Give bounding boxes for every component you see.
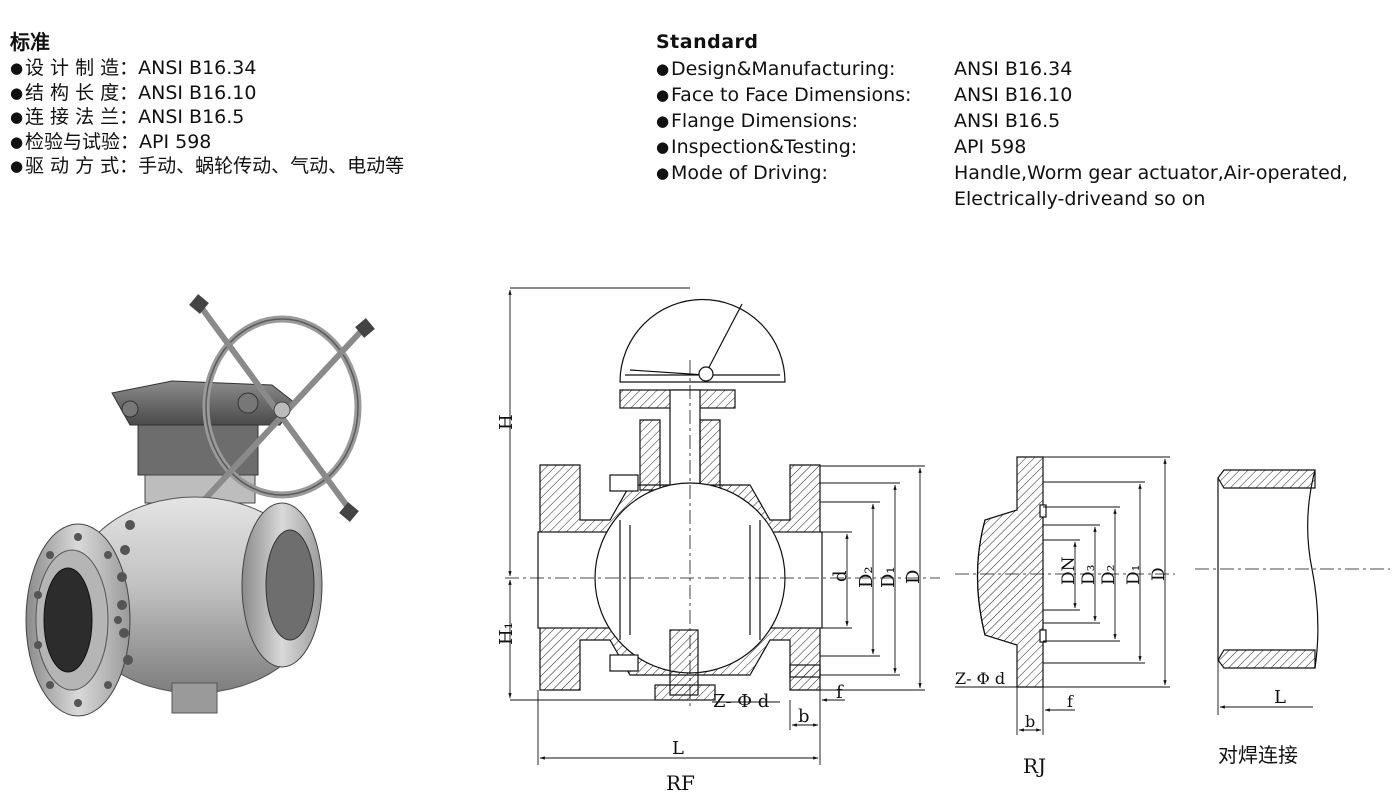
dim-d: d (830, 570, 851, 582)
bullet-icon: ● (10, 83, 24, 102)
dim-z: Z- Φ d (713, 691, 769, 712)
dim-D1: D₁ (878, 566, 899, 588)
spec-cn-row: ● 驱 动 方 式： 手动、蜗轮传动、气动、电动等 (10, 154, 404, 179)
spec-cn-label: 连 接 法 兰： (25, 106, 139, 128)
bullet-icon: ● (10, 59, 24, 77)
rj-drawing: DN D₃ D₂ D₁ D Z- Φ d b f RJ (955, 456, 1175, 778)
spec-cn-block: 标准 ● 设 计 制 造： ANSI B16.34 ● 结 构 长 度： ANS… (10, 30, 404, 179)
dim-L: L (672, 738, 684, 759)
dim-H: H (496, 414, 517, 430)
spec-cn-row: ● 检验与试验： API 598 (10, 130, 404, 155)
weld-dim-L: L (1274, 687, 1286, 708)
spec-cn-row: ● 结 构 长 度： ANSI B16.10 (10, 81, 404, 106)
spec-en-value: API 598 (954, 136, 1027, 158)
spec-en-label: Flange Dimensions: (671, 110, 858, 132)
caption-rj: RJ (1023, 754, 1046, 778)
spec-cn-label: 驱 动 方 式： (25, 155, 139, 177)
spec-en-value-line: Handle,Worm gear actuator,Air-operated, (954, 162, 1348, 184)
rj-dim-D3: D₃ (1079, 565, 1099, 585)
body-bolts (117, 520, 135, 665)
spec-en-row: ● Mode of Driving: Handle,Worm gear actu… (656, 160, 1348, 212)
caption-weld: 对焊连接 (1218, 743, 1298, 767)
dim-D: D (903, 570, 924, 584)
spec-en-label: Face to Face Dimensions: (671, 84, 912, 106)
spec-en-row: ● Inspection&Testing: API 598 (656, 134, 1348, 160)
valve-photo (25, 294, 375, 717)
spec-en-label: Design&Manufacturing: (671, 58, 896, 80)
spec-en-row: ● Design&Manufacturing: ANSI B16.34 (656, 56, 1348, 82)
spec-cn-value: 手动、蜗轮传动、气动、电动等 (138, 155, 405, 177)
bullet-icon: ● (656, 112, 670, 130)
spec-en-value: ANSI B16.5 (954, 110, 1061, 132)
bullet-icon: ● (10, 157, 24, 175)
rj-dim-z: Z- Φ d (955, 669, 1005, 688)
dim-H1: H₁ (496, 622, 517, 645)
spec-cn-value: ANSI B16.10 (138, 81, 257, 104)
rj-dim-b: b (1025, 712, 1035, 731)
spec-en-label: Mode of Driving: (671, 162, 828, 184)
spec-en-block: Standard ● Design&Manufacturing: ANSI B1… (656, 30, 1348, 212)
spec-cn-row: ● 设 计 制 造： ANSI B16.34 (10, 56, 404, 81)
handwheel (182, 294, 375, 524)
dim-b: b (798, 706, 810, 727)
right-flange (241, 502, 323, 668)
dim-f: f (836, 682, 844, 703)
spec-en-value: Handle,Worm gear actuator,Air-operated, … (954, 160, 1348, 212)
bullet-icon: ● (656, 86, 670, 104)
spec-cn-heading: 标准 (10, 30, 50, 54)
bullet-icon: ● (656, 164, 670, 182)
bullet-icon: ● (656, 138, 670, 156)
bullet-icon: ● (10, 132, 24, 151)
spec-en-row: ● Flange Dimensions: ANSI B16.5 (656, 108, 1348, 134)
bullet-icon: ● (10, 108, 24, 126)
spec-cn-label: 设 计 制 造： (25, 57, 139, 79)
spec-en-value: ANSI B16.10 (954, 84, 1073, 106)
left-flange (25, 523, 131, 717)
spec-en-label: Inspection&Testing: (671, 136, 858, 158)
caption-rf: RF (666, 771, 695, 795)
spec-cn-value: ANSI B16.5 (138, 106, 245, 128)
spec-cn-label: 结 构 长 度： (25, 81, 139, 104)
spec-en-value-line: Electrically-driveand so on (954, 188, 1206, 210)
rj-dim-f: f (1067, 692, 1074, 711)
spec-cn-row: ● 连 接 法 兰： ANSI B16.5 (10, 105, 404, 130)
rj-dim-DN: DN (1059, 556, 1079, 585)
rf-drawing: H H₁ d D₂ D₁ D Z- Φ d b f L RF (496, 287, 940, 795)
rj-dim-D: D (1149, 567, 1169, 581)
spec-cn-value: API 598 (139, 130, 212, 153)
rj-dim-D1: D₁ (1124, 565, 1144, 585)
bullet-icon: ● (656, 60, 670, 78)
spec-cn-value: ANSI B16.34 (138, 57, 257, 79)
weld-drawing: L 对焊连接 (1195, 469, 1390, 767)
spec-cn-label: 检验与试验： (25, 130, 140, 153)
dim-D2: D₂ (856, 566, 877, 588)
spec-en-value: ANSI B16.34 (954, 58, 1073, 80)
spec-en-row: ● Face to Face Dimensions: ANSI B16.10 (656, 82, 1348, 108)
rj-dim-D2: D₂ (1099, 565, 1119, 585)
spec-en-heading: Standard (656, 31, 759, 53)
